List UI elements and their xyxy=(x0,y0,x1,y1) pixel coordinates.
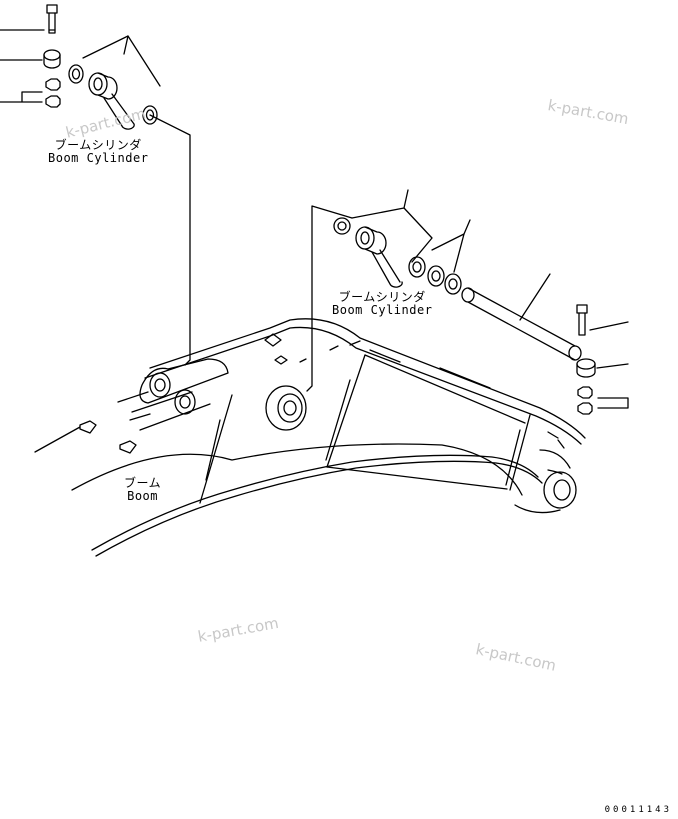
nut-part xyxy=(45,78,61,108)
collar-part xyxy=(43,49,61,69)
boom-cylinder-label-jp: ブームシリンダ xyxy=(54,138,142,152)
collar-part xyxy=(576,358,596,378)
shim-ring-part xyxy=(333,217,462,295)
boom-cylinder-label-jp: ブームシリンダ xyxy=(338,290,426,304)
boom-label-jp: ブーム xyxy=(124,476,162,490)
bushing-part xyxy=(355,226,387,255)
bolt-part xyxy=(576,304,588,336)
boom-cylinder-label-en: Boom Cylinder xyxy=(48,151,149,165)
boom-label-en: Boom xyxy=(127,489,159,503)
pin-part xyxy=(461,287,582,361)
middle-pin-group xyxy=(306,189,629,415)
upper-left-pin-group xyxy=(0,4,191,366)
drawing-number: 00011143 xyxy=(604,805,672,815)
boom-cylinder-label-upper: ブームシリンダ Boom Cylinder xyxy=(48,139,148,165)
bushing-part xyxy=(88,72,118,100)
bolt-part xyxy=(46,4,58,34)
boom-cylinder-label-en: Boom Cylinder xyxy=(332,303,433,317)
boom-structure xyxy=(34,318,586,557)
boom-cylinder-label-lower: ブームシリンダ Boom Cylinder xyxy=(332,291,432,317)
nut-part xyxy=(577,386,593,415)
boom-label: ブーム Boom xyxy=(124,477,161,503)
shim-ring-part xyxy=(68,64,158,125)
